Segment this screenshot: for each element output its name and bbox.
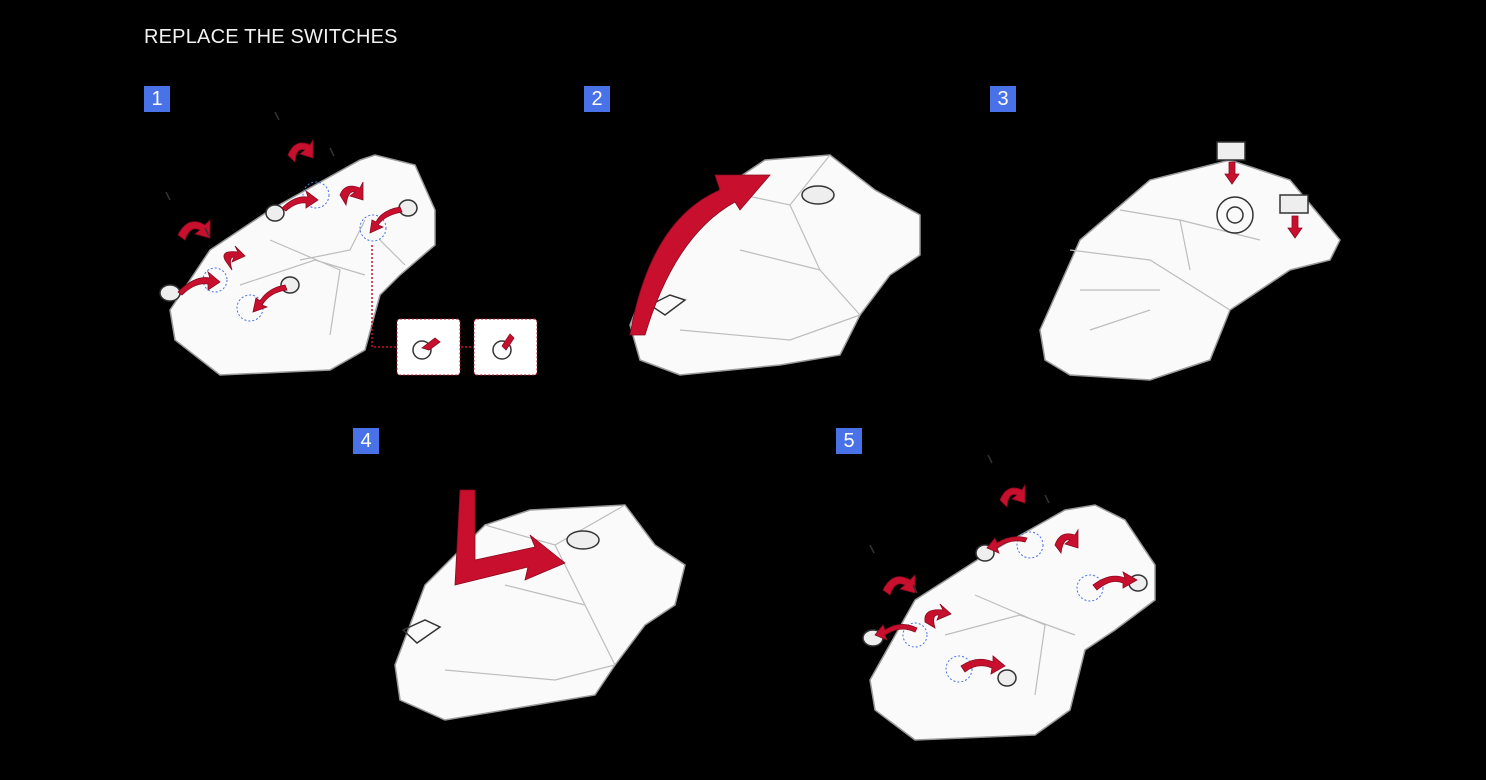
rotate-arrow-icon (177, 138, 403, 313)
step-5-badge: 5 (836, 428, 862, 454)
screw-icon (869, 454, 1050, 594)
lift-arrow-icon (629, 174, 771, 336)
foot-icon (159, 199, 418, 302)
switch-icon (1216, 141, 1246, 161)
step-3-badge: 3 (990, 86, 1016, 112)
step-2-illustration (629, 154, 921, 376)
rog-logo-icon (648, 294, 687, 316)
rog-logo-icon (401, 619, 442, 644)
rotate-arrow-icon (874, 483, 1138, 675)
step-1-illustration (159, 111, 538, 376)
step-3-illustration (1039, 141, 1341, 381)
reattach-arrow-icon (454, 489, 566, 586)
step-2-badge: 2 (584, 86, 610, 112)
page-title: REPLACE THE SWITCHES (144, 26, 398, 48)
step-4-illustration (394, 489, 686, 721)
step-5-illustration (862, 454, 1156, 741)
switch-icon (1279, 194, 1309, 214)
screw-hole-icon (902, 531, 1104, 683)
step-4-badge: 4 (353, 428, 379, 454)
screw-icon (165, 111, 335, 237)
step-1-badge: 1 (144, 86, 170, 112)
